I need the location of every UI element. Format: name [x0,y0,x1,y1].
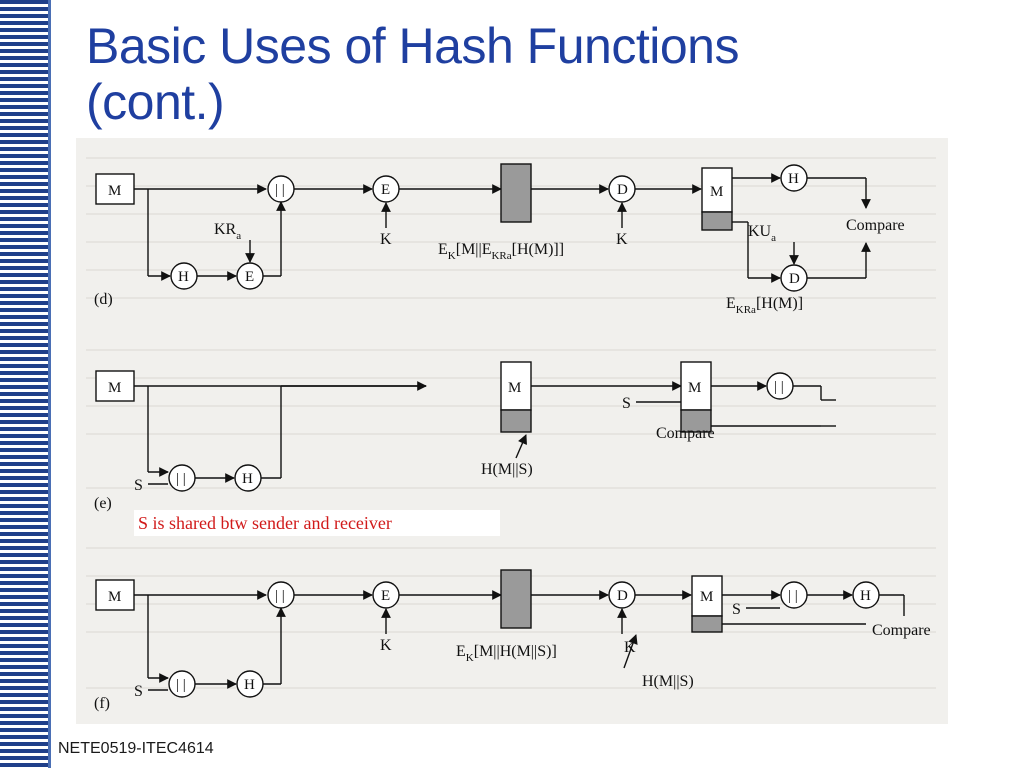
d-recv-hash-label: H [788,171,799,187]
d-ciphertext-block [500,163,532,223]
panel-f [95,569,905,698]
e-message-box [95,370,135,402]
d-encrypt2-label: E [381,182,390,198]
e-hash-value-label: H(M||S) [481,461,533,478]
title-line-2: (cont.) [86,74,225,130]
f-concat-label: | | [176,677,186,693]
d-concat-label: | | [275,182,285,198]
hash-diagram-svg: M H E | | E KRa K EK[M||EKRa[H(M)]] D K … [86,157,936,712]
e-packet-message-label: M [508,380,521,396]
f-recv-concat-label: | | [788,588,798,604]
footer-course-code: NETE0519-ITEC4614 [58,740,214,757]
e-compare-label: Compare [656,425,715,442]
title-line-1: Basic Uses of Hash Functions [86,18,739,74]
e-hash-label: H [242,471,253,487]
annotation-bg [134,510,500,536]
d-encrypt-label: E [245,269,254,285]
f-recv-message-label: M [700,589,713,605]
d-hash-label: H [178,269,189,285]
f-hash-label: H [244,677,255,693]
e-secret-label: S [134,477,143,494]
d-recv-decrypt-label: D [789,271,800,287]
f-message-label: M [108,589,121,605]
d-panel-label: (d) [94,291,113,308]
panel-e-text: M S | | H M S M | | Compare H(M||S) (e) [94,379,784,512]
sidebar-edge [48,0,51,768]
d-recv-message-box [701,167,733,213]
d-message-label: M [108,183,121,199]
d-ciphertext-label: EK[M||EKRa[H(M)]] [438,241,564,262]
f-panel-label: (f) [94,695,110,712]
f-encrypt-label: E [381,588,390,604]
shared-secret-annotation: S is shared btw sender and receiver [138,513,392,533]
panel-e [95,361,836,492]
e-recv-hash [680,409,712,433]
panel-f-text: M S | | H | | E K EK[M||H(M||S)] D K M S… [94,588,931,712]
e-recv-secret-label: S [622,395,631,412]
f-compare-label: Compare [872,622,931,639]
f-ciphertext-block [500,569,532,629]
f-key-k: K [380,637,392,654]
e-packet-hash [500,409,532,433]
d-message-box [95,173,135,205]
e-recv-concat-label: | | [774,379,784,395]
f-recv-hash-box [691,615,723,633]
f-recv-hash-label: H [860,588,871,604]
e-recv-message-label: M [688,380,701,396]
f-key-k2: K [624,639,636,656]
panel-d-text: M H E | | E KRa K EK[M||EKRa[H(M)]] D K … [94,171,905,316]
f-hash-value-label: H(M||S) [642,673,694,690]
d-recv-signature-box [701,211,733,231]
d-signature-label: EKRa[H(M)] [726,295,803,316]
e-panel-label: (e) [94,495,112,512]
f-decrypt-label: D [617,588,628,604]
d-decrypt-label: D [617,182,628,198]
f-secret-label: S [134,683,143,700]
f-recv-secret-label: S [732,601,741,618]
f-ciphertext-label: EK[M||H(M||S)] [456,643,557,664]
e-message-label: M [108,380,121,396]
d-key-ku: KUa [748,223,776,244]
d-key-k: K [380,231,392,248]
d-recv-message-label: M [710,184,723,200]
panel-d [95,163,871,292]
e-concat-label: | | [176,471,186,487]
d-key-kr: KRa [214,221,241,242]
hash-diagram-figure: M H E | | E KRa K EK[M||EKRa[H(M)]] D K … [76,138,948,724]
f-concat-top-label: | | [275,588,285,604]
d-key-k2: K [616,231,628,248]
e-recv-message [680,361,712,411]
sidebar-decoration [0,0,48,768]
d-compare-label: Compare [846,217,905,234]
annotation-group: S is shared btw sender and receiver [134,510,500,536]
slide-title: Basic Uses of Hash Functions (cont.) [86,18,986,130]
